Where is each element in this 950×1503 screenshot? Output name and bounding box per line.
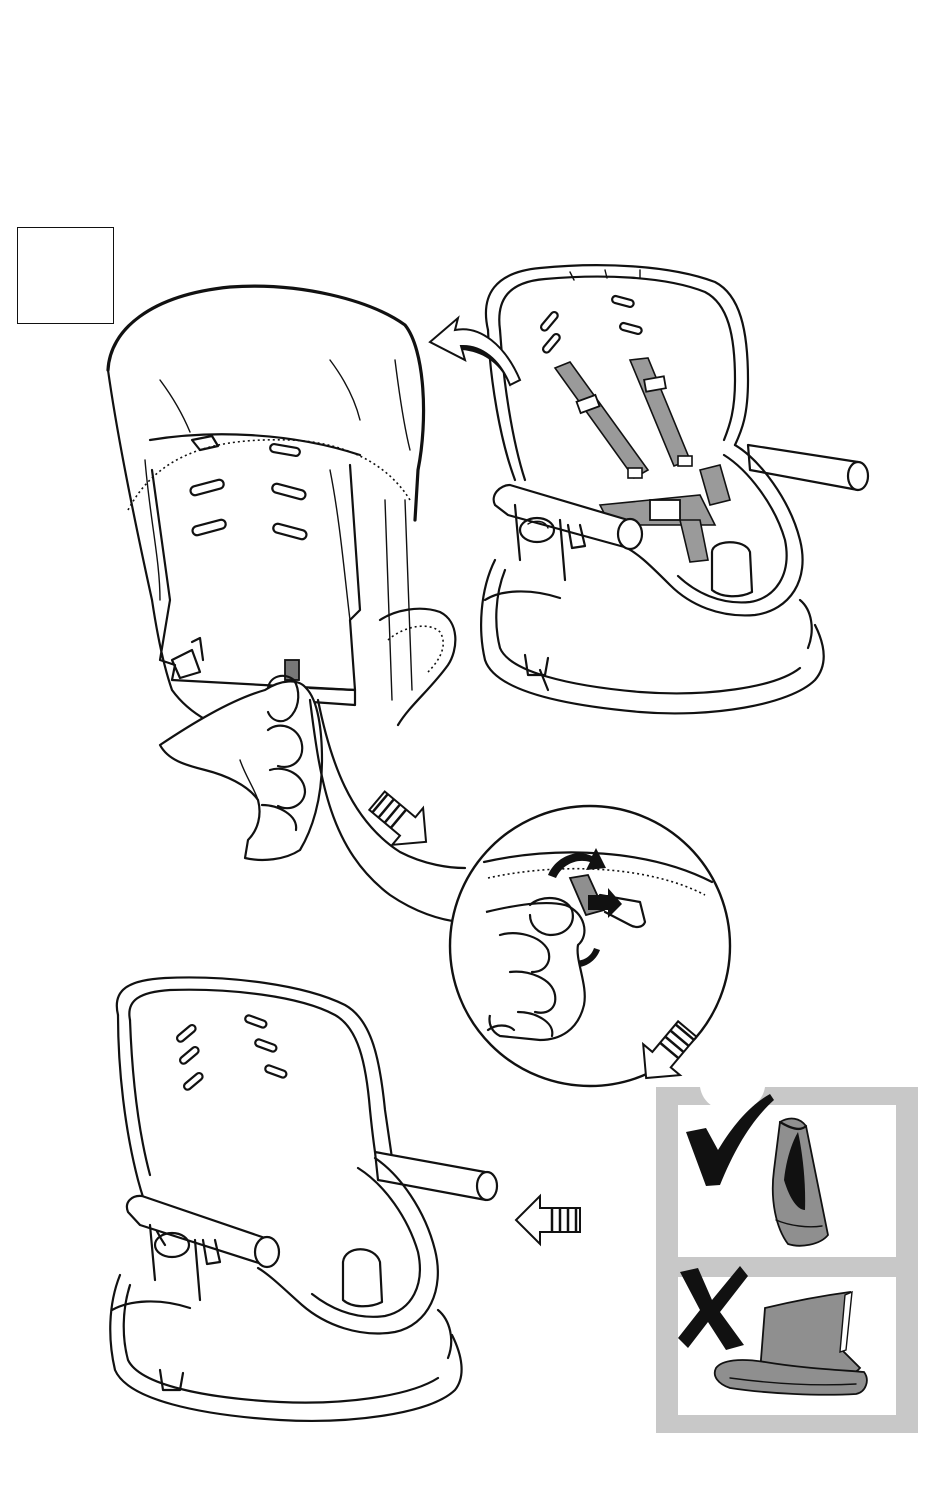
harness-slot xyxy=(270,443,301,456)
shell-slot xyxy=(183,1072,204,1092)
armrest-cap xyxy=(618,519,642,549)
buckle-tongue xyxy=(678,456,692,466)
shell-crotch-post xyxy=(343,1249,382,1306)
base-outer xyxy=(481,560,824,713)
buckle xyxy=(650,500,680,520)
top-clip xyxy=(192,436,218,450)
bottom-left-clip xyxy=(172,650,200,678)
shell-armrest-right xyxy=(375,1152,494,1200)
shell-slot xyxy=(244,1014,267,1028)
shell-slot xyxy=(254,1038,277,1052)
side-strap xyxy=(385,500,412,700)
shell-slot xyxy=(264,1064,287,1078)
shell-armrest-left xyxy=(127,1196,273,1265)
seat-shell-inner xyxy=(499,277,735,440)
block-arrow-left-icon xyxy=(516,1196,580,1244)
strap-adjuster xyxy=(644,376,666,391)
armrest-cap xyxy=(848,462,868,490)
cover-seam-dotted xyxy=(128,440,410,510)
side-strap xyxy=(700,465,730,505)
shell-cup-holder xyxy=(155,1233,189,1257)
block-arrow-down-right-icon xyxy=(362,782,442,860)
buckle-tongue xyxy=(628,468,642,478)
base-lip xyxy=(485,591,812,648)
seat-back-inner xyxy=(145,460,350,620)
harness-slot xyxy=(272,523,307,540)
base-foot-notch xyxy=(540,670,548,690)
cover-hood-outline xyxy=(108,286,424,520)
crotch-post xyxy=(712,542,752,596)
seat-shell-outer xyxy=(486,265,748,445)
panel-seat-with-harness xyxy=(481,265,868,713)
cover-crease-1 xyxy=(160,380,190,432)
flap-seam-dotted xyxy=(388,626,443,672)
base-foot-notch xyxy=(525,655,548,675)
cover-crease-3 xyxy=(395,360,410,450)
seat-slot xyxy=(611,295,634,307)
shell-slot xyxy=(179,1046,200,1066)
shell-armrest-cap xyxy=(477,1172,497,1200)
rear-tab xyxy=(310,688,355,705)
panel-bare-seat xyxy=(110,977,497,1420)
harness-slot xyxy=(192,519,227,536)
seat-slot xyxy=(540,311,560,332)
magnifier-lead-right xyxy=(318,700,465,868)
seat-slot xyxy=(619,322,642,334)
shell-outer xyxy=(117,977,392,1158)
cover-crease-2 xyxy=(330,360,360,420)
panel-fold-comparison xyxy=(656,1087,918,1433)
shell-slot xyxy=(176,1024,197,1044)
shell-base-outer xyxy=(110,1275,461,1421)
harness-slot xyxy=(271,483,306,500)
crotch-strap xyxy=(680,520,708,562)
harness-slot xyxy=(190,479,225,496)
seat-back-panel xyxy=(152,465,360,690)
shell-armrest-cap xyxy=(255,1237,279,1267)
shell-inner xyxy=(129,990,375,1152)
hand xyxy=(160,681,322,860)
seat-slot xyxy=(542,333,562,354)
curved-arrow-left-icon xyxy=(430,318,520,390)
harness-slots xyxy=(190,443,308,540)
